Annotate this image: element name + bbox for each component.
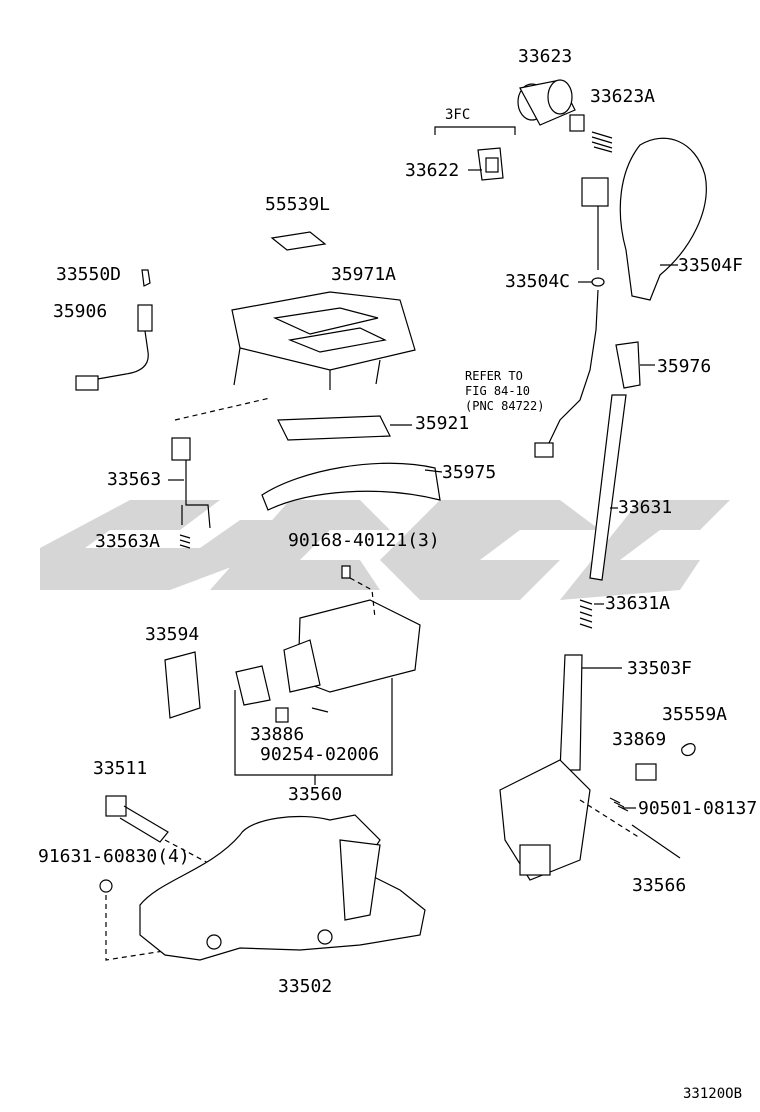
- part-55539L-plate: [270, 231, 327, 251]
- label-35976: 35976: [657, 356, 712, 377]
- part-33631A-spring: [579, 599, 593, 629]
- label-33504F: 33504F: [678, 255, 744, 276]
- label-33502: 33502: [278, 976, 333, 997]
- drawing-lines: [75, 79, 707, 961]
- label-33594: 33594: [145, 624, 200, 645]
- label-33631A: 33631A: [605, 593, 671, 614]
- label-33622: 33622: [405, 160, 460, 181]
- part-33563-bracket: [171, 437, 211, 529]
- label-91631-60830: 91631-60830(4): [38, 846, 190, 867]
- label-90501-08137: 90501-08137: [638, 798, 758, 819]
- label-33550D: 33550D: [56, 264, 122, 285]
- label-90168-40121: 90168-40121(3): [288, 530, 440, 551]
- part-33504F-knob: [619, 137, 707, 301]
- part-35976: [615, 341, 641, 389]
- label-33869: 33869: [612, 729, 667, 750]
- part-33566-pin: [631, 824, 681, 859]
- part-33623-cylinder: [517, 79, 585, 132]
- part-90501-spring: [609, 797, 629, 812]
- label-33623: 33623: [518, 46, 573, 67]
- part-33594: [164, 651, 201, 719]
- label-35559A: 35559A: [662, 704, 728, 725]
- part-35921: [277, 415, 391, 441]
- label-33511: 33511: [93, 758, 148, 779]
- label-35971A: 35971A: [331, 264, 397, 285]
- part-90254-pin: [311, 707, 329, 713]
- label-90254-02006: 90254-02006: [260, 744, 380, 765]
- note-refer-line1: REFER TO: [465, 369, 523, 383]
- label-33504C: 33504C: [505, 271, 571, 292]
- part-91631-bolt: [99, 879, 113, 893]
- note-refer-line2: FIG 84-10: [465, 384, 531, 398]
- label-group-3FC: 3FC: [445, 107, 471, 123]
- label-33563: 33563: [107, 469, 162, 490]
- part-33502-base: [139, 814, 426, 961]
- part-33503F-shaft: [499, 654, 591, 881]
- label-33623A: 33623A: [590, 86, 656, 107]
- label-33886: 33886: [250, 724, 305, 745]
- label-33563A: 33563A: [95, 531, 161, 552]
- label-35906: 35906: [53, 301, 108, 322]
- part-35971A-console: [231, 291, 416, 390]
- part-33623A-spring: [591, 131, 613, 153]
- part-33622-button: [477, 147, 504, 181]
- part-33631-rod: [589, 394, 627, 581]
- part-35975: [261, 462, 441, 511]
- note-refer-line3: (PNC 84722): [465, 399, 545, 413]
- label-33631: 33631: [618, 497, 673, 518]
- label-33566: 33566: [632, 875, 687, 896]
- label-33560: 33560: [288, 784, 343, 805]
- part-35559A-clip: [681, 743, 696, 757]
- part-33563A-spring: [179, 534, 191, 549]
- part-90168-screw: [341, 565, 351, 579]
- label-55539L: 55539L: [265, 194, 331, 215]
- part-33869: [635, 763, 657, 781]
- part-33560-assembly: [234, 599, 421, 785]
- label-35975: 35975: [442, 462, 497, 483]
- label-35921: 35921: [415, 413, 470, 434]
- part-35906-bulb: [75, 304, 153, 391]
- part-33550D: [141, 269, 151, 287]
- figure-code: 33120OB: [683, 1086, 743, 1102]
- group-bracket: [434, 126, 516, 135]
- part-33504C-cable: [534, 177, 609, 458]
- part-33511-bolt: [105, 795, 169, 843]
- part-33886: [275, 707, 289, 723]
- label-33503F: 33503F: [627, 658, 693, 679]
